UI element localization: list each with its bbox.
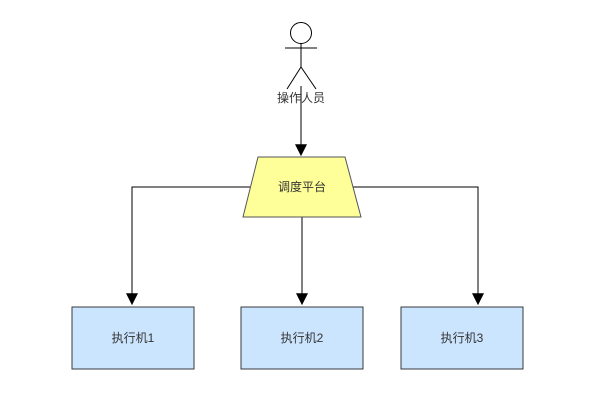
- executor-label-1: 执行机1: [112, 331, 155, 345]
- executor-shape-3[interactable]: [400, 306, 524, 370]
- platform-shape[interactable]: [242, 156, 362, 218]
- executor-shape-1[interactable]: [71, 306, 195, 370]
- executor-label-2: 执行机2: [281, 331, 324, 345]
- executor-shape-2[interactable]: [240, 306, 364, 370]
- executor-node-2[interactable]: 执行机2: [240, 306, 364, 370]
- actor-right-leg: [300, 66, 317, 90]
- actor-node[interactable]: [285, 22, 317, 90]
- executor-node-1[interactable]: 执行机1: [71, 306, 195, 370]
- connector-platform-to-executor-3: [353, 186, 484, 306]
- platform-label: 调度平台: [278, 179, 326, 194]
- platform-node[interactable]: 调度平台: [242, 156, 362, 218]
- actor-label: 操作人员: [277, 90, 325, 105]
- executor-label-3: 执行机3: [441, 331, 484, 345]
- actor-head: [290, 22, 312, 44]
- actor-left-leg: [286, 66, 302, 90]
- connector-platform-to-executor-1: [126, 186, 250, 306]
- executor-node-3[interactable]: 执行机3: [400, 306, 524, 370]
